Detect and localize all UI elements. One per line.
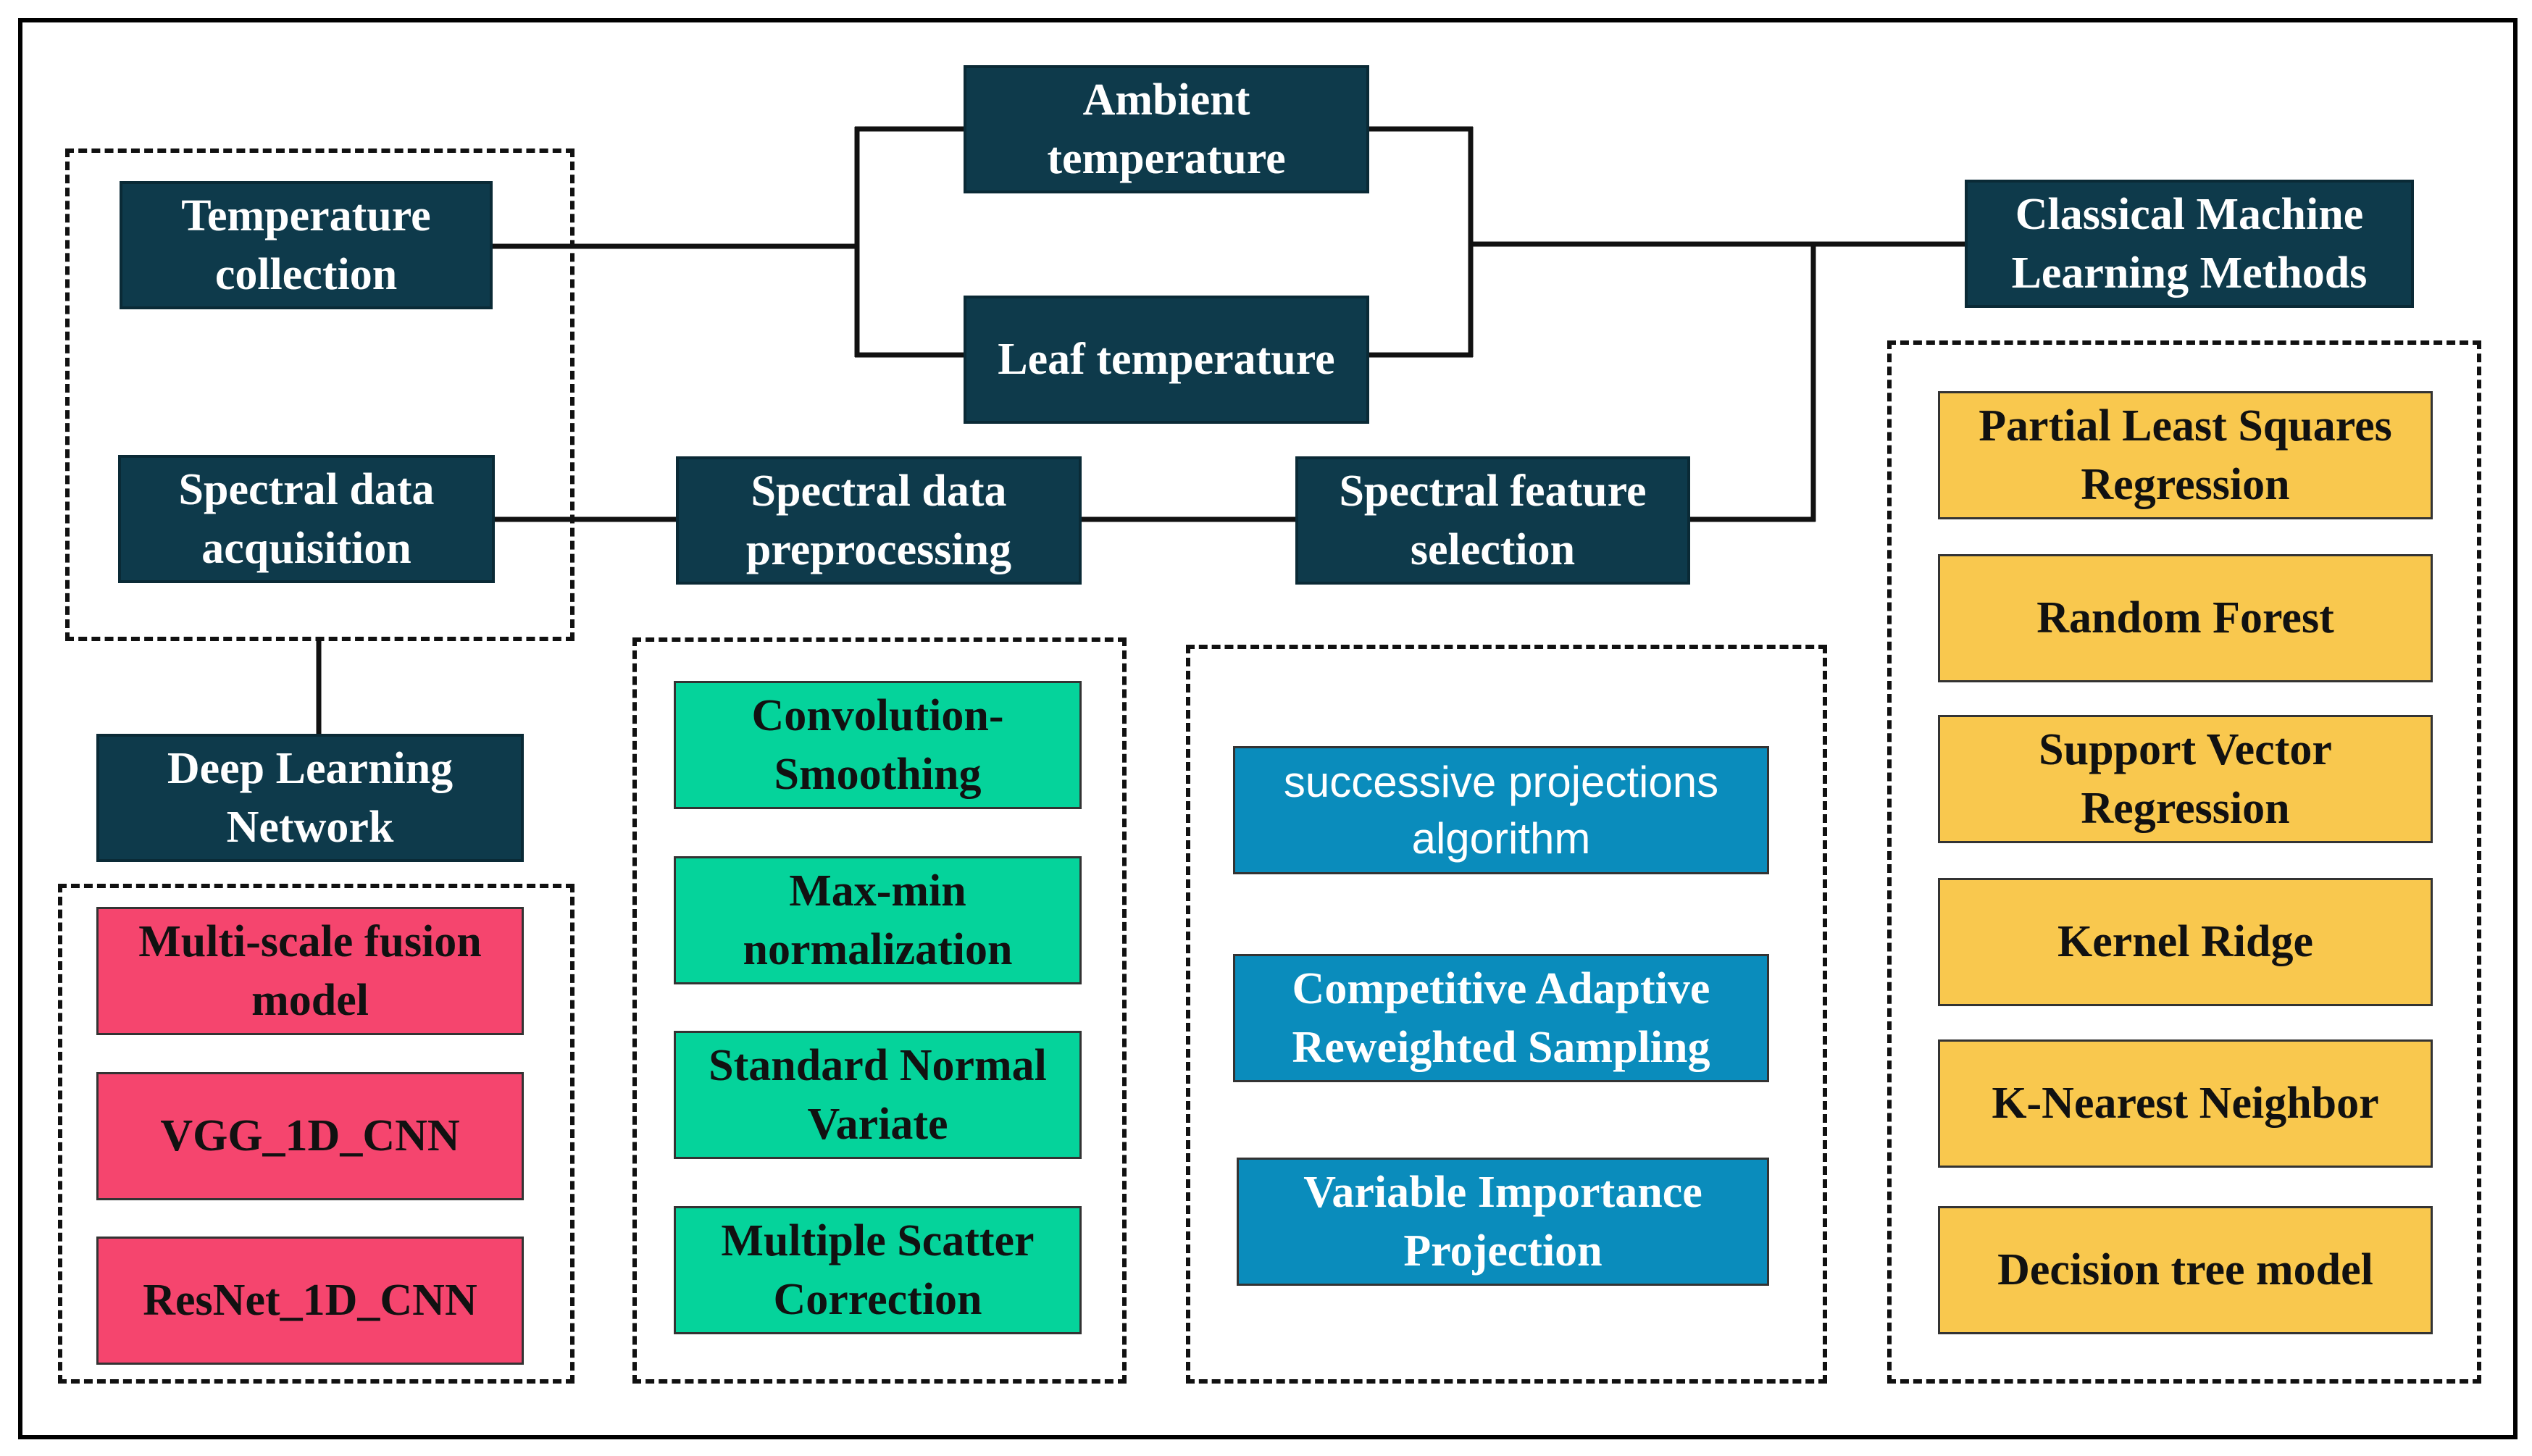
spectral-data-preprocessing-node: Spectral data preprocessing (676, 456, 1082, 585)
preprocessing-method-2: Max-min normalization (674, 856, 1082, 984)
feature-selection-method-1: successive projections algorithm (1233, 746, 1769, 874)
ambient-temperature-node: Ambient temperature (964, 65, 1369, 193)
spectral-feature-selection-node: Spectral feature selection (1295, 456, 1690, 585)
classical-model-2: Random Forest (1938, 554, 2433, 682)
spectral-data-acquisition-node: Spectral data acquisition (118, 455, 495, 583)
outer-frame (18, 18, 2518, 1439)
preprocessing-method-1: Convolution-Smoothing (674, 681, 1082, 809)
classical-model-3: Support Vector Regression (1938, 715, 2433, 843)
feature-selection-method-2: Competitive Adaptive Reweighted Sampling (1233, 954, 1769, 1082)
feature-selection-method-3: Variable Importance Projection (1237, 1158, 1769, 1286)
deep-learning-group (58, 884, 574, 1384)
classical-model-6: Decision tree model (1938, 1206, 2433, 1334)
deep-learning-model-1: Multi-scale fusion model (96, 907, 524, 1035)
feature-selection-group (1186, 645, 1827, 1384)
preprocessing-method-4: Multiple Scatter Correction (674, 1206, 1082, 1334)
preprocessing-group (632, 637, 1127, 1384)
data-collection-group (65, 148, 574, 641)
classical-model-5: K-Nearest Neighbor (1938, 1039, 2433, 1168)
deep-learning-model-3: ResNet_1D_CNN (96, 1237, 524, 1365)
deep-learning-model-2: VGG_1D_CNN (96, 1072, 524, 1200)
deep-learning-network-node: Deep Learning Network (96, 734, 524, 862)
leaf-temperature-node: Leaf temperature (964, 296, 1369, 424)
classical-ml-group (1887, 340, 2481, 1384)
preprocessing-method-3: Standard Normal Variate (674, 1031, 1082, 1159)
temperature-collection-node: Temperature collection (120, 181, 493, 309)
classical-model-1: Partial Least Squares Regression (1938, 391, 2433, 519)
classical-model-4: Kernel Ridge (1938, 878, 2433, 1006)
classical-ml-methods-node: Classical Machine Learning Methods (1965, 180, 2414, 308)
